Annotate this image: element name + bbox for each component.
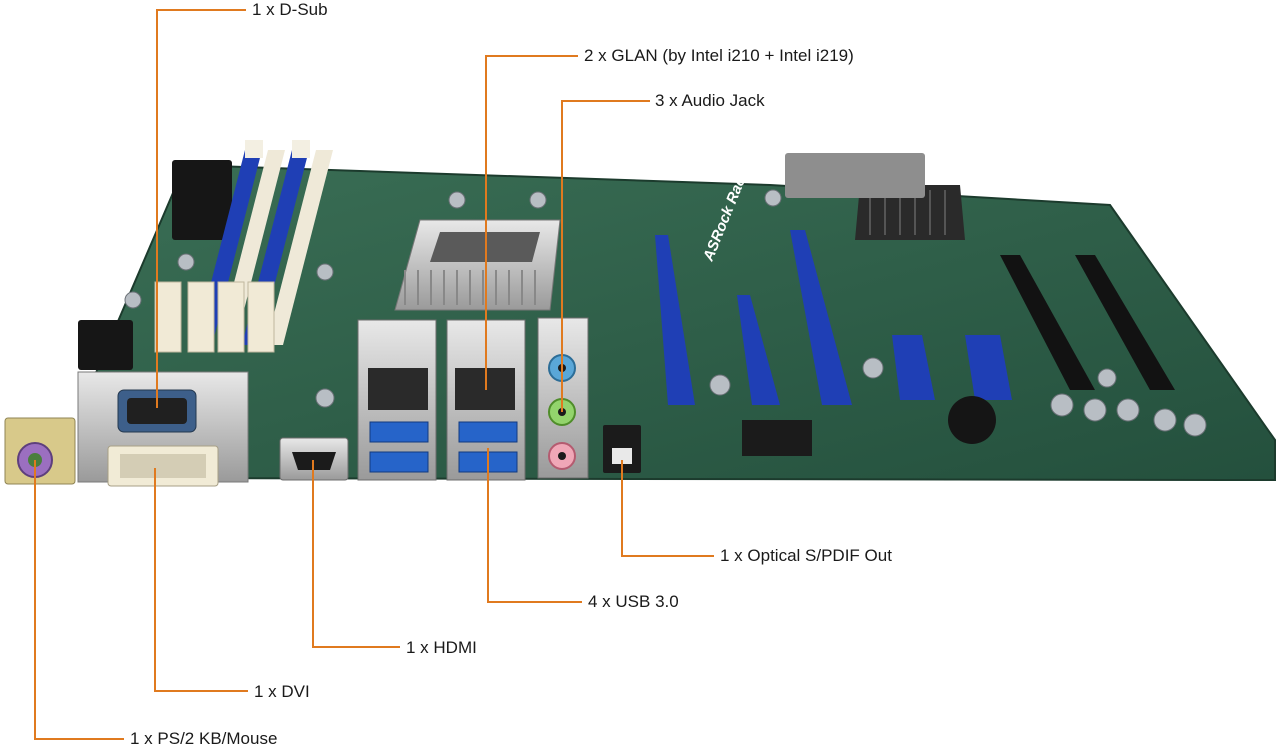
ps2-port bbox=[4, 417, 76, 485]
lan-usb-stacks bbox=[357, 319, 526, 481]
callout-label-dvi: 1 x DVI bbox=[254, 682, 310, 701]
callout-label-hdmi: 1 x HDMI bbox=[406, 638, 477, 657]
leader-line-ps2 bbox=[34, 460, 124, 740]
capacitors bbox=[124, 189, 1207, 437]
leader-line-usb bbox=[487, 448, 582, 603]
leader-line-dvi bbox=[154, 468, 248, 692]
callout-label-usb: 4 x USB 3.0 bbox=[588, 592, 679, 611]
leader-lines bbox=[34, 9, 714, 740]
leader-line-glan bbox=[485, 55, 578, 390]
cpu-socket bbox=[394, 219, 561, 311]
chipset-heatsink bbox=[785, 153, 965, 240]
leader-line-spdif bbox=[621, 460, 714, 557]
buzzer bbox=[948, 396, 996, 444]
controller-chip bbox=[742, 420, 812, 456]
leader-line-audio bbox=[561, 100, 650, 412]
callout-label-glan: 2 x GLAN (by Intel i210 + Intel i219) bbox=[584, 46, 854, 65]
eps-power-connector bbox=[78, 320, 133, 370]
video-bracket bbox=[77, 371, 249, 487]
callout-label-ps2: 1 x PS/2 KB/Mouse bbox=[130, 729, 278, 748]
callout-label-dsub: 1 x D-Sub bbox=[252, 0, 328, 19]
callout-label-spdif: 1 x Optical S/PDIF Out bbox=[720, 546, 892, 565]
leader-line-hdmi bbox=[312, 460, 400, 648]
leader-line-dsub bbox=[156, 9, 246, 408]
optical-spdif-port bbox=[603, 425, 641, 473]
atx-power-connector bbox=[172, 160, 232, 240]
pcie-slots bbox=[655, 230, 1175, 405]
callout-label-audio: 3 x Audio Jack bbox=[655, 91, 765, 110]
sata-connectors bbox=[154, 281, 275, 353]
